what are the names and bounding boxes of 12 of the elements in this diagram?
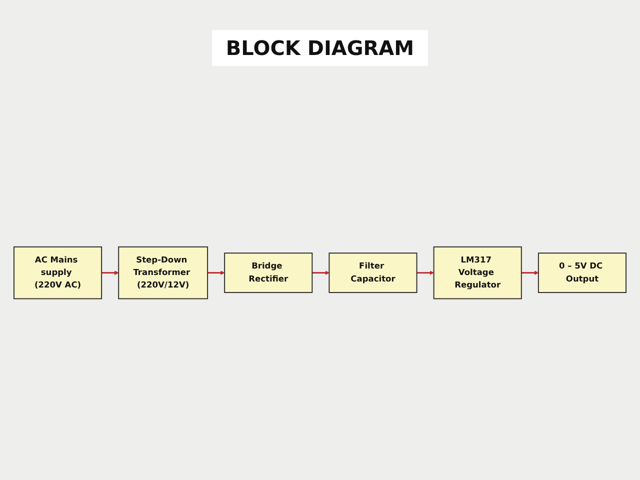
node-box: Step-Down Transformer (220V/12V) — [118, 246, 208, 300]
diagram-title: BLOCK DIAGRAM — [212, 30, 428, 66]
node-box: Bridge Rectifier — [224, 252, 313, 294]
arrow — [102, 270, 119, 276]
arrow — [416, 270, 434, 276]
arrow — [521, 270, 539, 276]
node-box: 0 – 5V DC Output — [538, 252, 627, 294]
node-box: AC Mains supply (220V AC) — [13, 246, 102, 300]
node-box: LM317 Voltage Regulator — [433, 246, 522, 300]
arrow — [208, 270, 225, 276]
arrow — [312, 270, 330, 276]
node-box: Filter Capacitor — [328, 252, 418, 294]
